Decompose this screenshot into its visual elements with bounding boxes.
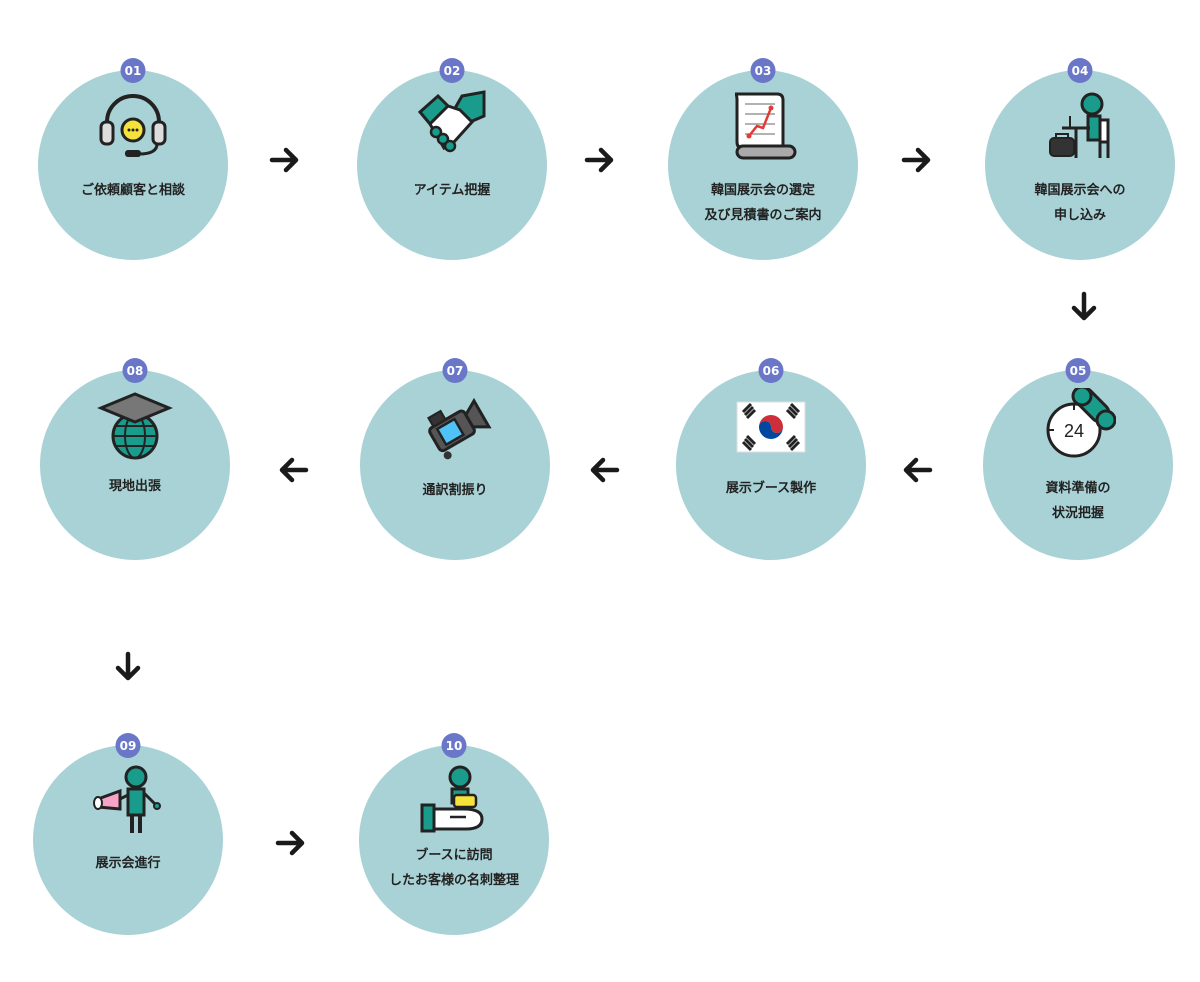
arrow-right-icon	[900, 142, 936, 178]
arrow-right-icon	[583, 142, 619, 178]
step-02: 02 アイテム把握	[357, 58, 547, 260]
step-09: 09 展示会進行	[33, 733, 223, 935]
step-number-badge: 05	[1065, 358, 1091, 383]
step-circle	[360, 370, 550, 560]
step-04: 04 韓国展示会への 申し込み	[985, 58, 1175, 260]
arrow-left-icon	[898, 452, 934, 488]
step-03: 03 韓国展示会の選定 及び見積書のご案内	[668, 58, 858, 260]
arrow-down-icon	[110, 650, 146, 686]
headset-icon	[95, 88, 171, 164]
step-number-badge: 06	[758, 358, 784, 383]
step-label: アイテム把握	[413, 183, 491, 198]
graduation-globe-icon	[97, 388, 173, 464]
step-number-badge: 02	[439, 58, 465, 83]
step-number-badge: 10	[441, 733, 467, 758]
step-label: ご依頼顧客と相談	[80, 183, 185, 198]
step-label: 韓国展示会の選定 及び見積書のご案内	[704, 183, 822, 223]
scroll-chart-icon	[725, 88, 801, 164]
step-06: 06 展示ブース製作	[676, 358, 866, 560]
arrow-left-icon	[585, 452, 621, 488]
step-circle	[38, 70, 228, 260]
step-number-badge: 03	[750, 58, 776, 83]
arrow-down-icon	[1066, 290, 1102, 326]
step-10: 10 ブースに訪問 したお客様の名刺整理	[359, 733, 549, 935]
step-01: 01 ご依頼顧客と相談	[38, 58, 228, 260]
step-number-badge: 08	[122, 358, 148, 383]
step-circle	[985, 70, 1175, 260]
clock-24-icon: 24	[1040, 388, 1116, 464]
step-number-badge: 04	[1067, 58, 1093, 83]
step-label: 展示ブース製作	[725, 481, 817, 496]
person-at-desk-icon	[1042, 88, 1118, 164]
arrow-right-icon	[274, 825, 310, 861]
step-07: 07 通訳割振り	[360, 358, 550, 560]
korea-flag-icon	[733, 388, 809, 464]
step-label: 通訳割振り	[422, 483, 488, 498]
step-circle	[357, 70, 547, 260]
step-number-badge: 09	[115, 733, 141, 758]
step-number-badge: 07	[442, 358, 468, 383]
step-label: 資料準備の 状況把握	[1045, 481, 1111, 521]
step-label: 現地出張	[108, 479, 161, 494]
step-label: 韓国展示会への 申し込み	[1034, 183, 1126, 223]
handshake-icon	[414, 88, 490, 164]
step-label: ブースに訪問 したお客様の名刺整理	[388, 848, 519, 888]
step-05: 05 24 資料準備の 状況把握	[983, 358, 1173, 560]
video-camera-icon	[417, 388, 493, 464]
person-megaphone-icon	[90, 763, 166, 839]
arrow-right-icon	[268, 142, 304, 178]
step-number-badge: 01	[120, 58, 146, 83]
svg-text:24: 24	[1064, 421, 1084, 441]
hand-receiving-card-icon	[416, 763, 492, 839]
step-label: 展示会進行	[95, 856, 161, 871]
step-08: 08 現地出張	[40, 358, 230, 560]
arrow-left-icon	[274, 452, 310, 488]
